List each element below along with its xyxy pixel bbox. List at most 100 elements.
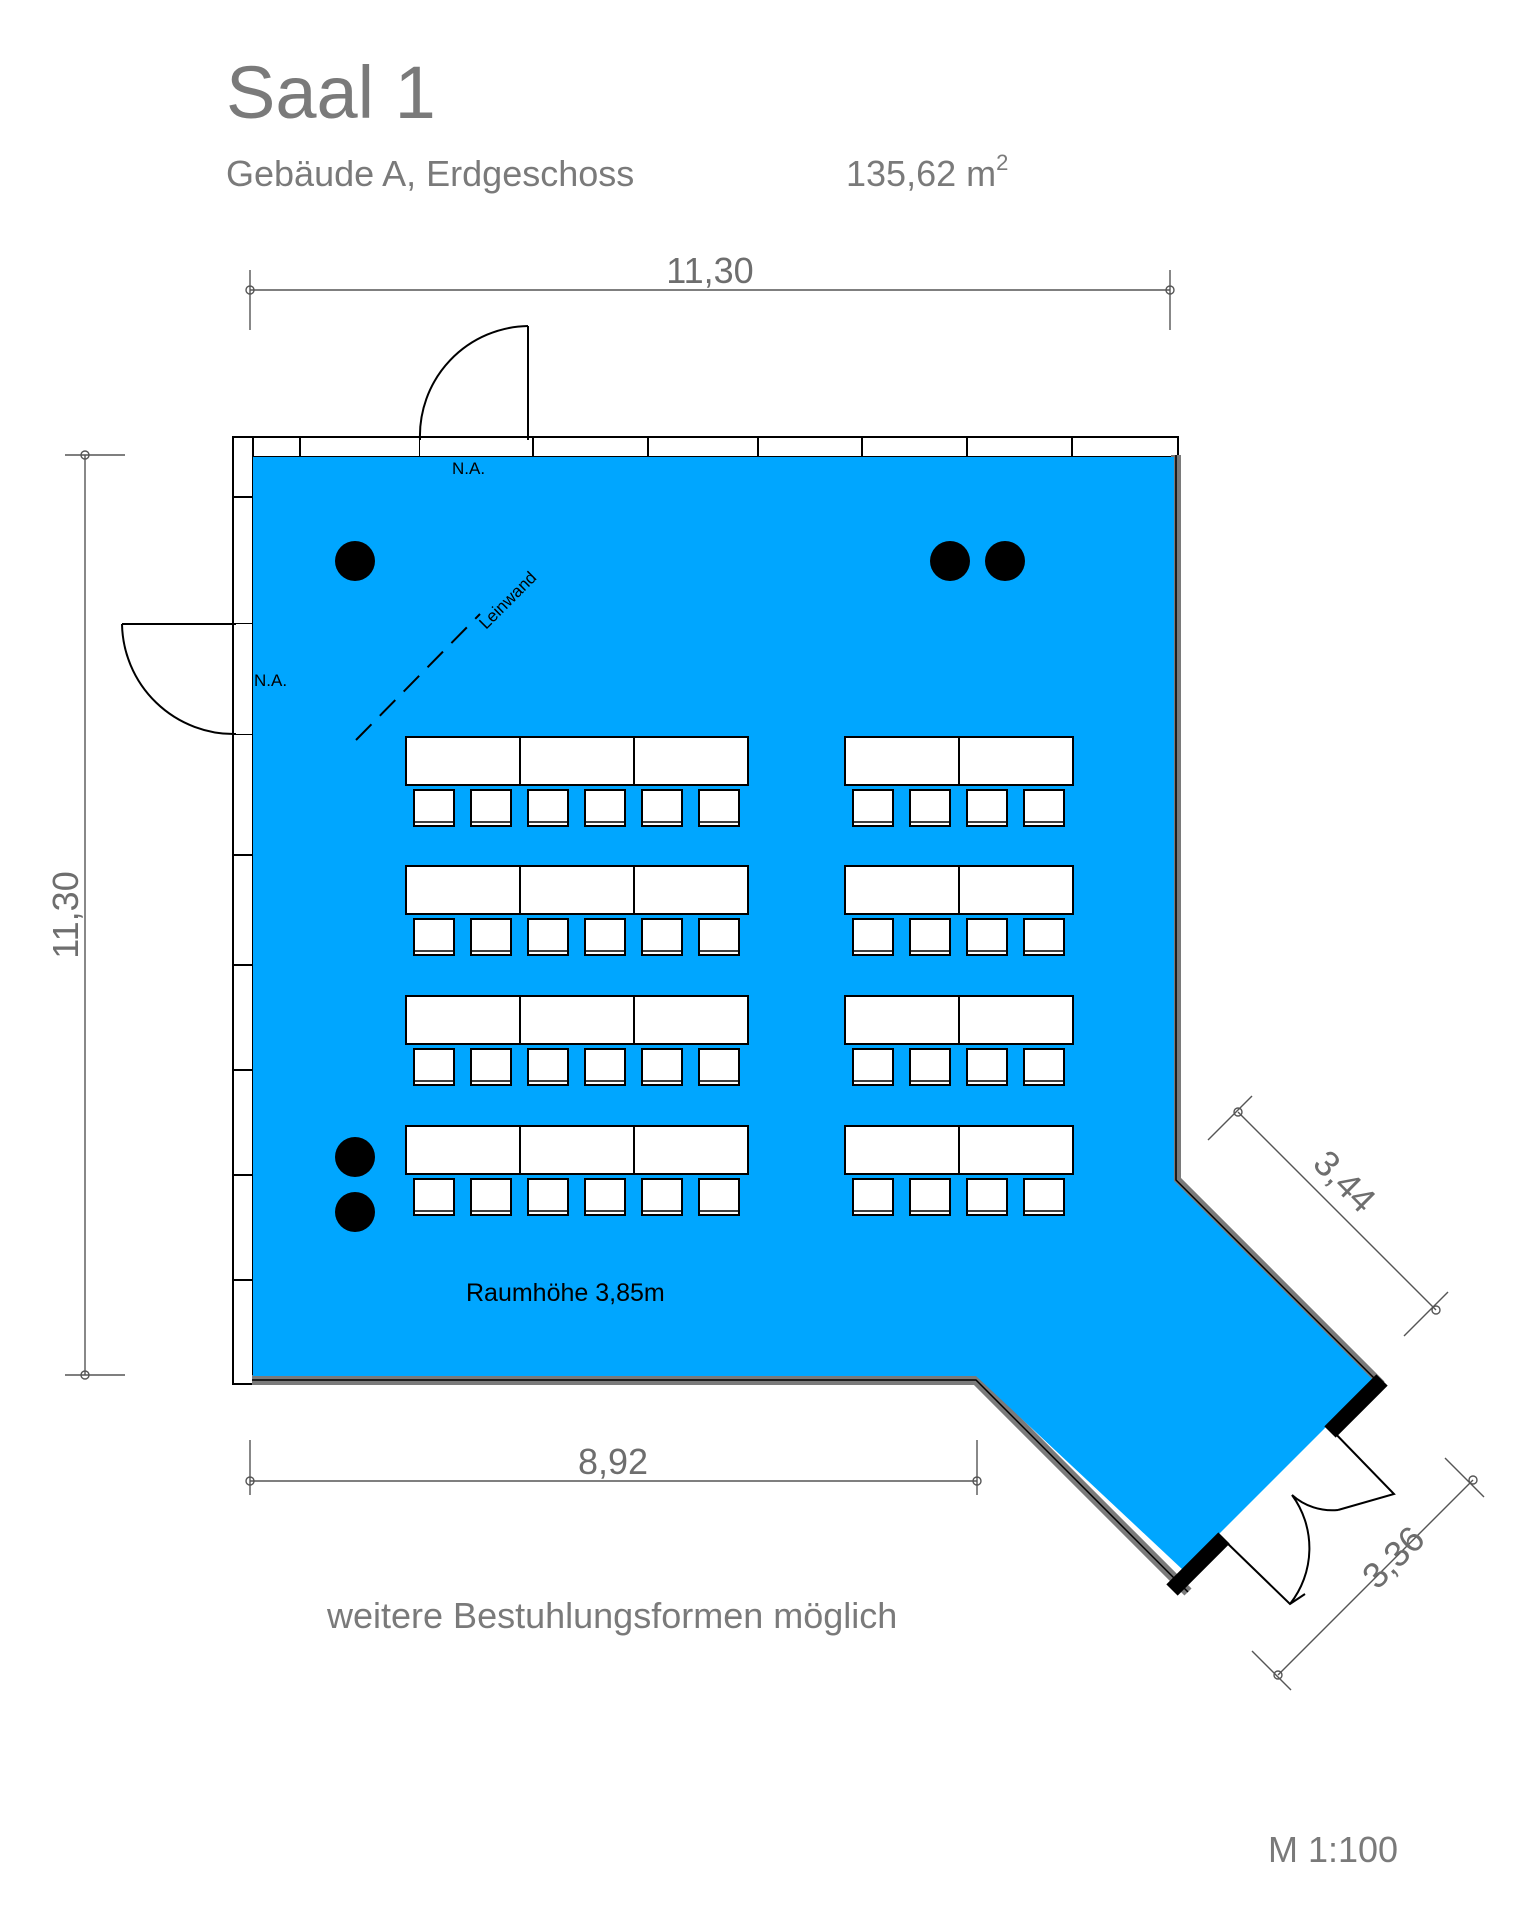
dimension-node	[1165, 285, 1175, 295]
dimension-line	[1277, 1479, 1474, 1676]
chair	[584, 789, 626, 827]
chair	[413, 1178, 455, 1216]
table	[844, 1125, 960, 1175]
bottom-dimension: 8,92	[245, 1440, 982, 1495]
table	[958, 1125, 1074, 1175]
projection-screen-line	[355, 613, 481, 741]
table	[958, 865, 1074, 915]
top-width-label: 11,30	[666, 250, 753, 291]
diagonal-upper-label: 3,44	[1306, 1142, 1385, 1221]
chair	[413, 1048, 455, 1086]
table-row	[405, 995, 749, 1086]
left-door-swing-arc	[121, 623, 237, 736]
left-window-wall	[232, 436, 254, 1385]
table	[405, 865, 521, 915]
chair	[698, 1178, 740, 1216]
chair	[470, 918, 512, 956]
diagonal-dimension-lower: 3,36	[1251, 1457, 1485, 1691]
table	[519, 995, 635, 1045]
chair	[909, 918, 951, 956]
bottom-wall-edge	[252, 1379, 1189, 1593]
columns	[335, 541, 1025, 1232]
chair	[852, 1178, 894, 1216]
dimension-node	[1273, 1670, 1283, 1680]
chair	[852, 1048, 894, 1086]
chair	[698, 918, 740, 956]
chair	[413, 789, 455, 827]
chair	[1023, 918, 1065, 956]
table	[519, 1125, 635, 1175]
table-row	[844, 995, 1074, 1086]
chair	[641, 918, 683, 956]
left-door-label: N.A.	[254, 671, 287, 690]
seating-note: weitere Bestuhlungsformen möglich	[326, 1595, 897, 1636]
table	[405, 995, 521, 1045]
entrance-door-leaf-lower	[1223, 1539, 1306, 1606]
top-door[interactable]: N.A.	[418, 325, 529, 478]
entrance-door-leaf-upper	[1327, 1425, 1396, 1511]
dimension-tick	[1251, 1650, 1292, 1691]
column	[335, 1137, 375, 1177]
dimension-tick	[1403, 1291, 1449, 1337]
table	[519, 736, 635, 786]
room-floor	[253, 457, 1373, 1570]
table-row	[405, 736, 749, 827]
building-floor-label: Gebäude A, Erdgeschoss	[226, 153, 634, 194]
dimension-line	[1237, 1111, 1437, 1311]
top-window-wall	[232, 436, 1179, 458]
chair	[909, 1178, 951, 1216]
scale-label: M 1:100	[1268, 1829, 1398, 1870]
chair	[584, 1048, 626, 1086]
dimension-tick	[1207, 1095, 1253, 1141]
table	[844, 865, 960, 915]
chair	[641, 1178, 683, 1216]
area-unit-superscript: 2	[996, 150, 1008, 175]
table-row	[405, 1125, 749, 1216]
table	[405, 736, 521, 786]
dimension-node	[80, 1370, 90, 1380]
dimension-tick	[1444, 1457, 1485, 1498]
dimension-node	[1468, 1475, 1478, 1485]
table	[633, 1125, 749, 1175]
chair	[470, 789, 512, 827]
chair	[966, 918, 1008, 956]
chair	[966, 1048, 1008, 1086]
chair	[966, 789, 1008, 827]
chair	[1023, 789, 1065, 827]
chair	[527, 918, 569, 956]
table	[844, 736, 960, 786]
chair	[852, 918, 894, 956]
bottom-width-label: 8,92	[578, 1441, 648, 1482]
chair	[909, 1048, 951, 1086]
top-dimension: 11,30	[245, 250, 1175, 330]
chair	[698, 1048, 740, 1086]
column	[985, 541, 1025, 581]
left-door[interactable]: N.A.	[121, 623, 287, 736]
chair	[641, 1048, 683, 1086]
entrance-door-arc-lower	[1289, 1494, 1311, 1605]
main-entrance-double-door[interactable]	[1223, 1425, 1396, 1606]
dimension-node	[245, 1476, 255, 1486]
diagonal-lower-label: 3,36	[1354, 1518, 1433, 1597]
entrance-door-arc-upper	[1291, 1494, 1339, 1512]
top-door-opening	[420, 440, 528, 456]
left-height-label: 11,30	[45, 871, 86, 958]
table	[405, 1125, 521, 1175]
seating-layout	[405, 736, 1074, 1216]
column	[335, 541, 375, 581]
chair	[1023, 1178, 1065, 1216]
room-area: 135,62 m2	[846, 150, 1008, 194]
dimension-node	[1233, 1107, 1243, 1117]
column	[335, 1192, 375, 1232]
dimension-node	[1431, 1305, 1441, 1315]
table	[633, 865, 749, 915]
dimension-node	[80, 450, 90, 460]
entrance-wall-block-lower	[1166, 1532, 1230, 1596]
table-row	[844, 1125, 1074, 1216]
entrance-wall-block-upper	[1324, 1374, 1388, 1438]
room-title: Saal 1	[226, 51, 436, 134]
table-row	[844, 736, 1074, 827]
area-value: 135,62 m	[846, 153, 996, 194]
column	[930, 541, 970, 581]
